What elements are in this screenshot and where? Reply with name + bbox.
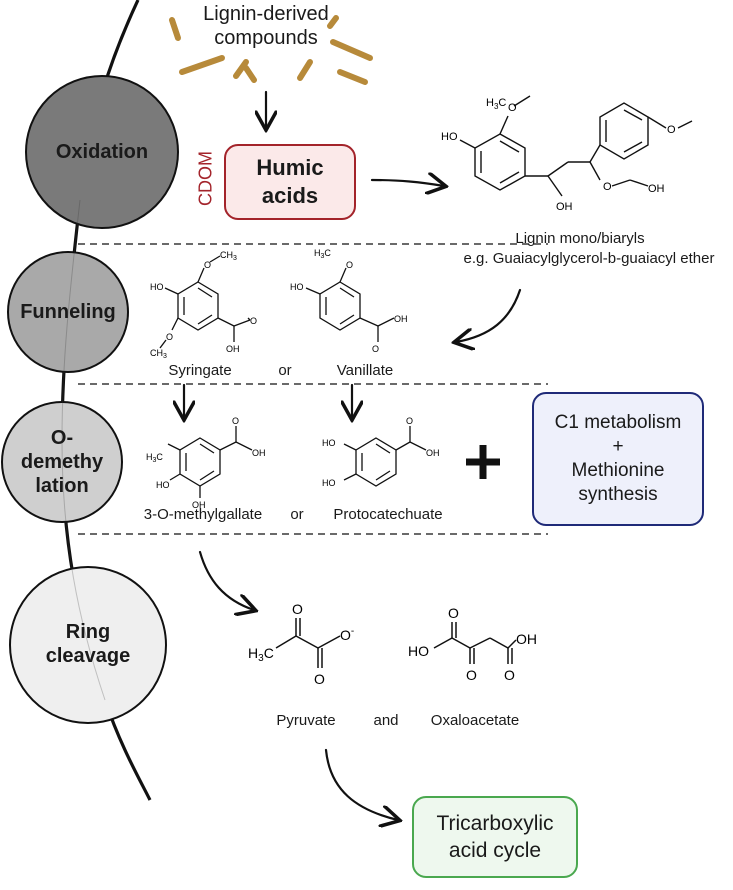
vanillate-label: Vanillate <box>336 362 394 379</box>
svg-text:OH: OH <box>226 344 240 354</box>
funneling-or: or <box>278 362 292 379</box>
svg-text:OH: OH <box>426 448 440 458</box>
lignin-caption-2: e.g. Guaiacylglycerol-b-guaiacyl ether <box>463 250 715 267</box>
svg-text:O: O <box>166 332 173 342</box>
stage-funneling: Funneling <box>20 301 116 323</box>
cdom-label: CDOM <box>195 151 216 206</box>
syringate-label: Syringate <box>168 362 232 379</box>
svg-text:H3C: H3C <box>314 248 331 260</box>
lignin-oh2: OH <box>648 183 665 195</box>
humic-acids-box: Humic acids <box>224 144 356 220</box>
methylgallate-structure <box>167 426 253 498</box>
svg-text:O: O <box>372 344 379 354</box>
protocatechuate-structure <box>343 426 427 487</box>
svg-text:O-: O- <box>340 626 354 643</box>
svg-text:O: O <box>314 671 325 687</box>
lignin-o1: O <box>508 102 517 114</box>
lignin-h3c-label: H3C <box>486 97 506 111</box>
methylgallate-label: 3-O-methylgallate <box>143 506 263 523</box>
source-label: Lignin-derived compounds <box>203 3 329 49</box>
plus-icon <box>466 445 500 479</box>
protocatechuate-atoms: O OH HO HO <box>322 416 440 488</box>
stage-odemethylation: O- demethy lation <box>20 427 104 497</box>
svg-text:HO: HO <box>156 480 170 490</box>
pyruvate-structure <box>275 618 341 668</box>
svg-text:HO: HO <box>322 438 336 448</box>
tca-cycle-box: Tricarboxylic acid cycle <box>412 796 578 878</box>
svg-text:O: O <box>204 260 211 270</box>
svg-text:CH3: CH3 <box>150 348 167 360</box>
oxaloacetate-label: Oxaloacetate <box>430 712 520 729</box>
c1-metabolism-label: C1 metabolism + Methionine synthesis <box>554 412 682 505</box>
arrow-to-lignin-dimer <box>370 180 444 186</box>
svg-text:CH3: CH3 <box>220 250 237 262</box>
lignin-ho: HO <box>441 131 458 143</box>
svg-text:O: O <box>250 316 257 326</box>
svg-text:O: O <box>466 667 477 683</box>
svg-text:H3C: H3C <box>248 645 274 664</box>
lignin-o2: O <box>603 181 612 193</box>
stage-oxidation: Oxidation <box>55 141 149 163</box>
svg-text:OH: OH <box>516 631 537 647</box>
c1-metabolism-box: C1 metabolism + Methionine synthesis <box>532 392 704 526</box>
svg-text:O: O <box>232 416 239 426</box>
svg-text:HO: HO <box>290 282 304 292</box>
oxidation-circle <box>25 75 179 229</box>
vanillate-structure <box>305 267 395 342</box>
svg-text:O: O <box>448 605 459 621</box>
lignin-caption-1: Lignin mono/biaryls <box>515 230 645 247</box>
tca-cycle-label: Tricarboxylic acid cycle <box>436 812 554 862</box>
ring-and: and <box>373 712 399 729</box>
svg-text:OH: OH <box>192 500 206 510</box>
svg-text:HO: HO <box>322 478 336 488</box>
arrow-to-funneling <box>456 288 522 342</box>
svg-text:O: O <box>504 667 515 683</box>
funneling-circle <box>7 251 129 373</box>
svg-text:OH: OH <box>394 314 408 324</box>
vanillate-atoms: H3C O HO OH O <box>290 248 408 354</box>
protocatechuate-label: Protocatechuate <box>333 506 443 523</box>
pyruvate-label: Pyruvate <box>276 712 336 729</box>
lignin-dimer-structure <box>459 95 693 197</box>
lignin-o3: O <box>667 124 676 136</box>
lignin-twigs <box>169 15 373 85</box>
svg-text:HO: HO <box>408 643 429 659</box>
lignin-oh: OH <box>556 201 573 213</box>
oxaloacetate-structure <box>433 622 517 664</box>
ring-cleavage-circle <box>9 566 167 724</box>
arrow-to-ring-products <box>198 550 254 610</box>
syringate-structure <box>159 255 251 349</box>
syringate-atoms: O CH3 HO O CH3 O OH <box>150 250 257 360</box>
arrow-to-tca <box>324 748 398 820</box>
oxaloacetate-atoms: HO O O O OH <box>408 605 537 683</box>
stage-ring-cleavage: Ring cleavage <box>45 621 131 667</box>
methylgallate-atoms: H3C O OH HO OH <box>146 416 266 510</box>
svg-text:O: O <box>346 260 353 270</box>
humic-acids-label: Humic acids <box>256 155 324 208</box>
svg-text:OH: OH <box>252 448 266 458</box>
odemethylation-circle <box>1 401 123 523</box>
svg-text:HO: HO <box>150 282 164 292</box>
pyruvate-atoms: H3C O O- O <box>248 601 354 687</box>
demethylation-or: or <box>290 506 304 523</box>
svg-text:O: O <box>292 601 303 617</box>
svg-text:O: O <box>406 416 413 426</box>
svg-text:H3C: H3C <box>146 452 163 464</box>
